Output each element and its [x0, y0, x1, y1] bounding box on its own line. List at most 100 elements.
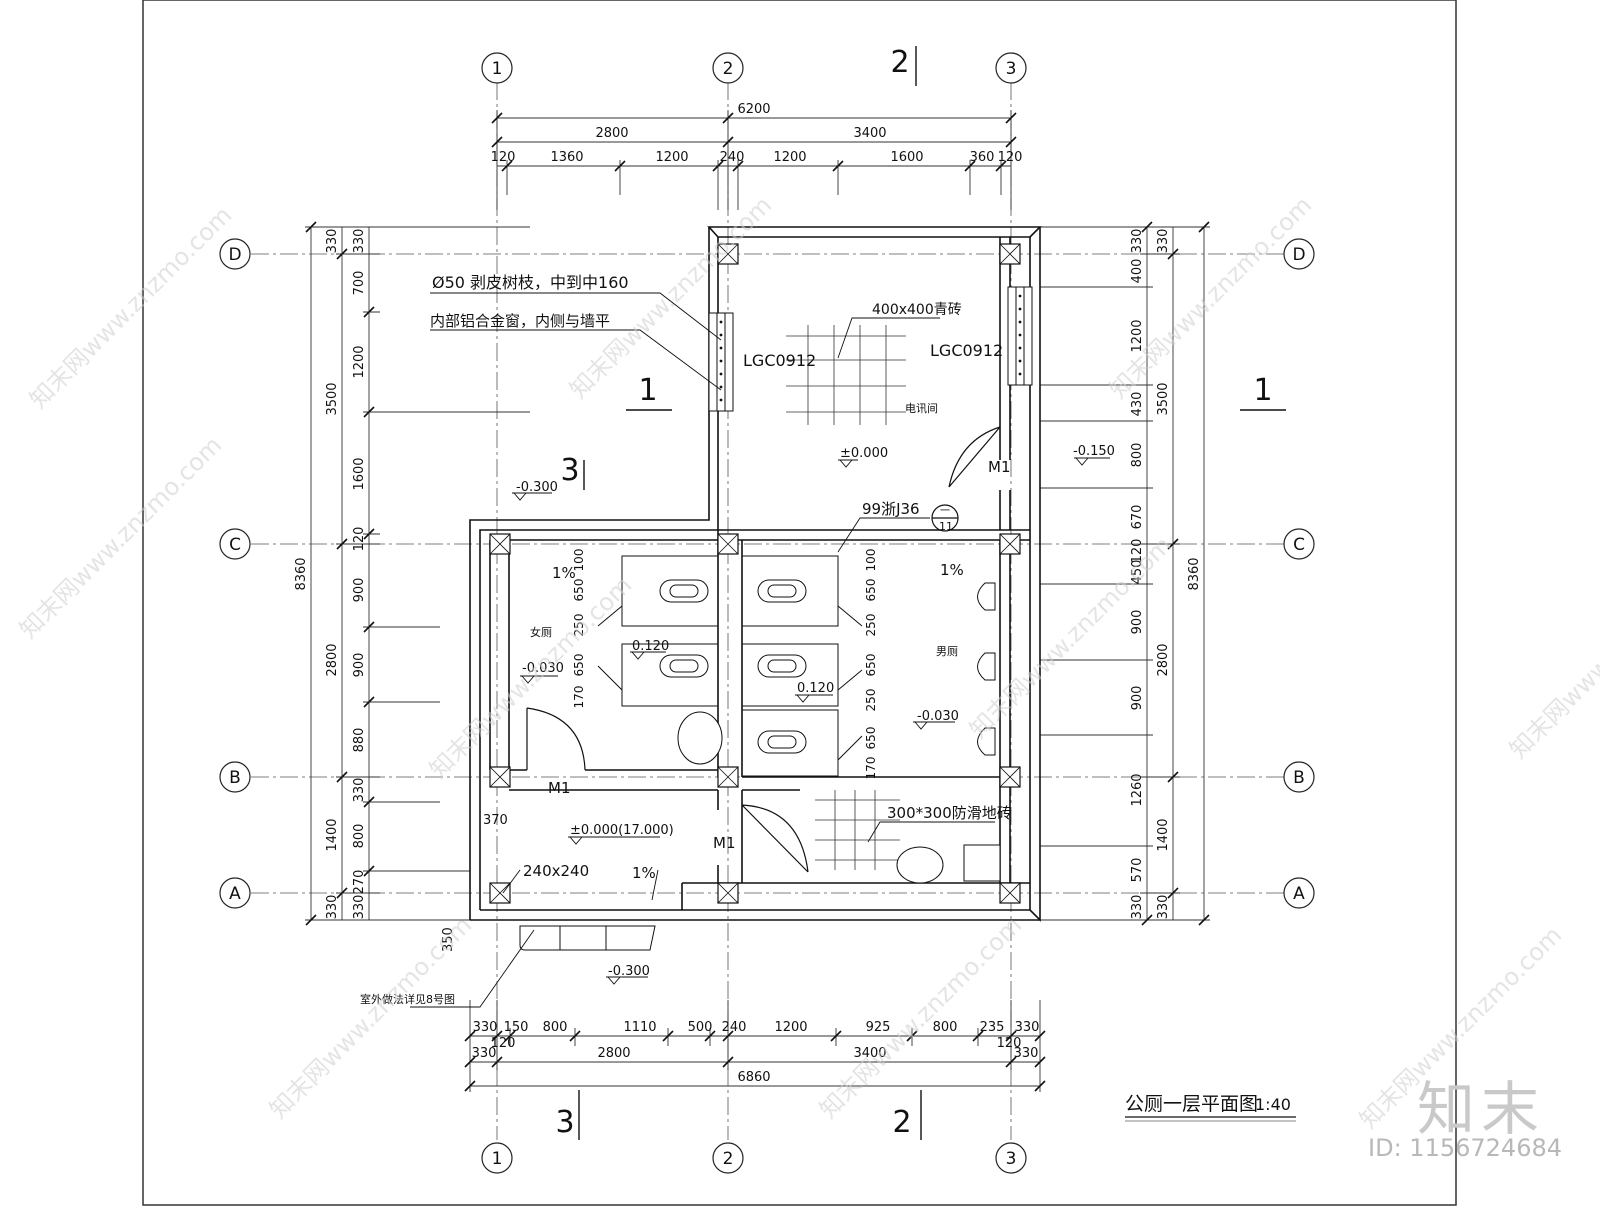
dim-left-total: 8360 [294, 557, 309, 590]
window-dots [719, 294, 1022, 402]
dim-left-sub-4: 1400 [325, 818, 340, 851]
level-stall-right: 0.120 [797, 681, 834, 696]
note-branch: Ø50 剥皮树枝，中到中160 [432, 273, 629, 292]
dim-right-detail-5: 800 [1130, 443, 1145, 468]
level-outside: -0.300 [608, 964, 650, 979]
level-women: -0.030 [522, 661, 564, 676]
dim-left-detail-2: 700 [352, 271, 367, 296]
dim-stall-left-1: 100 [572, 549, 586, 572]
stalls [597, 555, 863, 777]
section-ref-circle [931, 504, 959, 532]
dim-bottom-detail-1: 330 [473, 1020, 498, 1035]
dim-bottom-detail-5: 500 [688, 1020, 713, 1035]
dim-left-detail-5: 120 [352, 527, 367, 552]
label-window-right: LGC0912 [930, 341, 1003, 360]
dim-right-detail-3: 1200 [1130, 319, 1145, 352]
level-markers [512, 457, 1110, 985]
note-ref-detail-top: 一 [940, 506, 950, 517]
dim-left-sub-2: 3500 [325, 382, 340, 415]
slope-men: 1% [940, 561, 964, 579]
dim-stall-left-5: 170 [572, 686, 586, 709]
note-ref-detail: 99浙J36 [862, 500, 920, 518]
dim-top-total: 6200 [737, 102, 770, 117]
dim-top-detail-2: 1360 [550, 150, 583, 165]
axis-label-C-right: C [1293, 535, 1305, 555]
door-m1-telecom: M1 [988, 458, 1011, 476]
dim-left-detail-6: 900 [352, 578, 367, 603]
note-ref-detail-bottom: 11 [939, 520, 953, 533]
dim-right-detail-12: 570 [1130, 858, 1145, 883]
dim-top-detail-5: 1200 [773, 150, 806, 165]
dim-left-detail-12: 330 [352, 895, 367, 920]
dimension-lines [305, 110, 1210, 1092]
dim-right-detail-9: 900 [1130, 610, 1145, 635]
room-women: 女厕 [530, 625, 552, 639]
dim-left-detail-10: 800 [352, 824, 367, 849]
dim-stall-right-3: 250 [864, 614, 878, 637]
dim-bottom-sub-2: 2800 [597, 1046, 630, 1061]
dim-right-detail-2: 400 [1130, 259, 1145, 284]
windows [708, 286, 1033, 412]
level-upper-left: -0.300 [516, 480, 558, 495]
dim-top-detail-7: 360 [970, 150, 995, 165]
leader-lines [410, 292, 995, 1008]
room-men: 男厕 [936, 645, 958, 658]
dim-bottom-sub-3: 3400 [853, 1046, 886, 1061]
dim-bottom-detail-10: 235 [980, 1020, 1005, 1035]
section-mark-right: 1 [1253, 373, 1272, 408]
dim-stall-right-4: 650 [864, 654, 878, 677]
dim-right-sub-1: 330 [1156, 229, 1171, 254]
axis-label-D-left: D [228, 245, 241, 265]
section-mark-upper-left: 3 [560, 453, 579, 488]
dim-left-detail-1: 330 [352, 229, 367, 254]
drawing-title: 公厕一层平面图 [1125, 1093, 1258, 1115]
dim-left-sub-3: 2800 [325, 643, 340, 676]
dim-bottom-detail-3: 800 [543, 1020, 568, 1035]
note-window: 内部铝合金窗，内侧与墙平 [430, 312, 610, 330]
dim-top-sub-1: 2800 [595, 126, 628, 141]
tile-grid-telecom [786, 325, 906, 425]
dim-stall-right-7: 170 [864, 757, 878, 780]
slope-women: 1% [552, 564, 576, 582]
section-mark-bottom-mid: 2 [892, 1105, 911, 1140]
dim-right-detail-6: 670 [1130, 505, 1145, 530]
door-m1-lobby: M1 [713, 834, 736, 852]
dim-right-detail-1: 330 [1130, 229, 1145, 254]
dim-right-detail-11: 1260 [1130, 773, 1145, 806]
brand-id: ID: 1156724684 [1368, 1134, 1562, 1162]
dim-bottom-detail-6: 240 [722, 1020, 747, 1035]
dim-bottom-small-1: 120 [491, 1036, 516, 1051]
axis-label-A-right: A [1293, 884, 1305, 904]
level-stall-left: 0.120 [632, 639, 669, 654]
doors [526, 426, 1001, 873]
section-mark-bottom-left: 3 [555, 1105, 574, 1140]
dim-stall-right-5: 250 [864, 689, 878, 712]
dim-left-sub-1: 330 [325, 229, 340, 254]
dim-top-detail-4: 240 [720, 150, 745, 165]
dim-stall-right-2: 650 [864, 579, 878, 602]
dim-right-total: 8360 [1187, 557, 1202, 590]
dim-left-detail-8: 880 [352, 728, 367, 753]
column-hatch [489, 243, 1021, 904]
dim-right-detail-13: 330 [1130, 895, 1145, 920]
dim-right-sub-5: 330 [1156, 895, 1171, 920]
dim-right-detail-8: 450 [1130, 560, 1145, 585]
dim-stall-left-2: 650 [572, 579, 586, 602]
dim-left-detail-11: 270 [352, 870, 367, 895]
label-window-left: LGC0912 [743, 351, 816, 370]
brand-logo: 知末 [1416, 1075, 1545, 1143]
axis-label-3-top: 3 [1006, 59, 1017, 79]
dim-left-detail-7: 900 [352, 653, 367, 678]
dim-right-detail-10: 900 [1130, 686, 1145, 711]
dim-top-detail-3: 1200 [655, 150, 688, 165]
axis-label-2-top: 2 [723, 59, 734, 79]
fixtures [519, 579, 1001, 951]
note-column: 240x240 [523, 862, 589, 880]
section-mark-lines [578, 46, 1286, 1140]
dim-stall-left-3: 250 [572, 614, 586, 637]
dim-stall-right-1: 100 [864, 549, 878, 572]
axis-label-1-top: 1 [492, 59, 503, 79]
dim-bottom-total: 6860 [737, 1070, 770, 1085]
dim-right-sub-4: 1400 [1156, 818, 1171, 851]
tile-grid-lobby [815, 790, 900, 870]
